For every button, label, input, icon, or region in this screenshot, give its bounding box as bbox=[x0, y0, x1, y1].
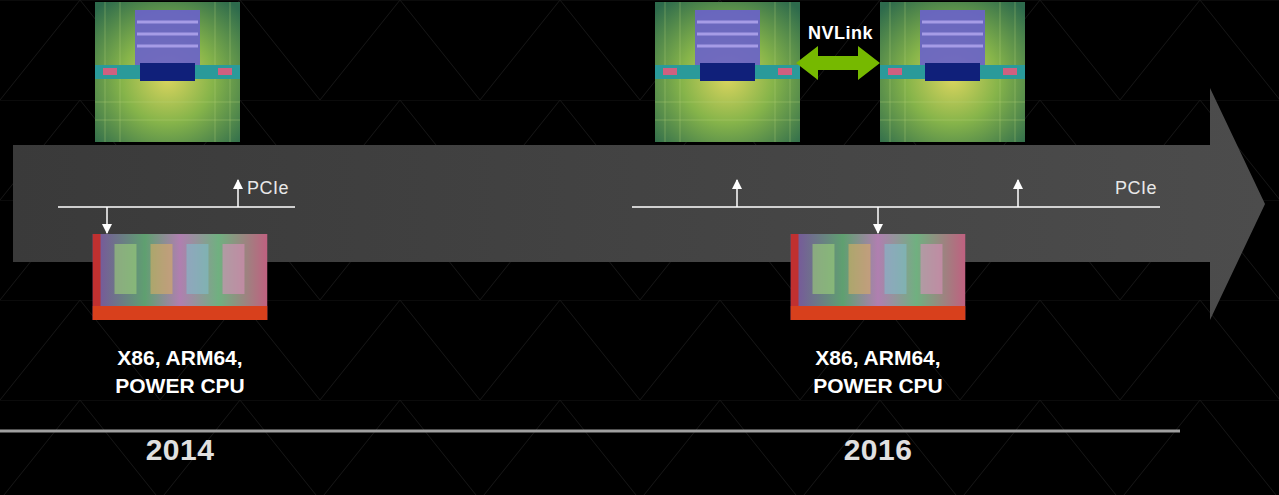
bus-arrow bbox=[736, 180, 738, 207]
cpu-chip bbox=[783, 234, 973, 322]
year-label: 2014 bbox=[146, 433, 215, 467]
cpu-chip-node: X86, ARM64, POWER CPU bbox=[783, 234, 973, 404]
cpu-chip-node: X86, ARM64, POWER CPU bbox=[85, 234, 275, 404]
cpu-label: X86, ARM64, POWER CPU bbox=[783, 344, 973, 400]
gpu-chip bbox=[95, 2, 240, 142]
bus-arrow bbox=[877, 207, 879, 233]
gpu-chip bbox=[655, 2, 800, 142]
cpu-die bbox=[791, 234, 966, 320]
bus-arrow bbox=[237, 180, 239, 207]
pcie-bus bbox=[632, 206, 1160, 208]
bus-arrow bbox=[106, 207, 108, 233]
pcie-bus bbox=[58, 206, 295, 208]
link-label: PCIe bbox=[1115, 177, 1157, 199]
nvlink-arrow bbox=[796, 46, 880, 80]
link-label: NVLink bbox=[808, 22, 873, 44]
gpu-chip bbox=[880, 2, 1025, 142]
bus-arrow bbox=[1017, 180, 1019, 207]
cpu-label: X86, ARM64, POWER CPU bbox=[85, 344, 275, 400]
separator-line bbox=[0, 430, 1180, 433]
cpu-chip bbox=[85, 234, 275, 322]
year-label: 2016 bbox=[844, 433, 913, 467]
cpu-die bbox=[93, 234, 268, 320]
link-label: PCIe bbox=[247, 177, 289, 199]
